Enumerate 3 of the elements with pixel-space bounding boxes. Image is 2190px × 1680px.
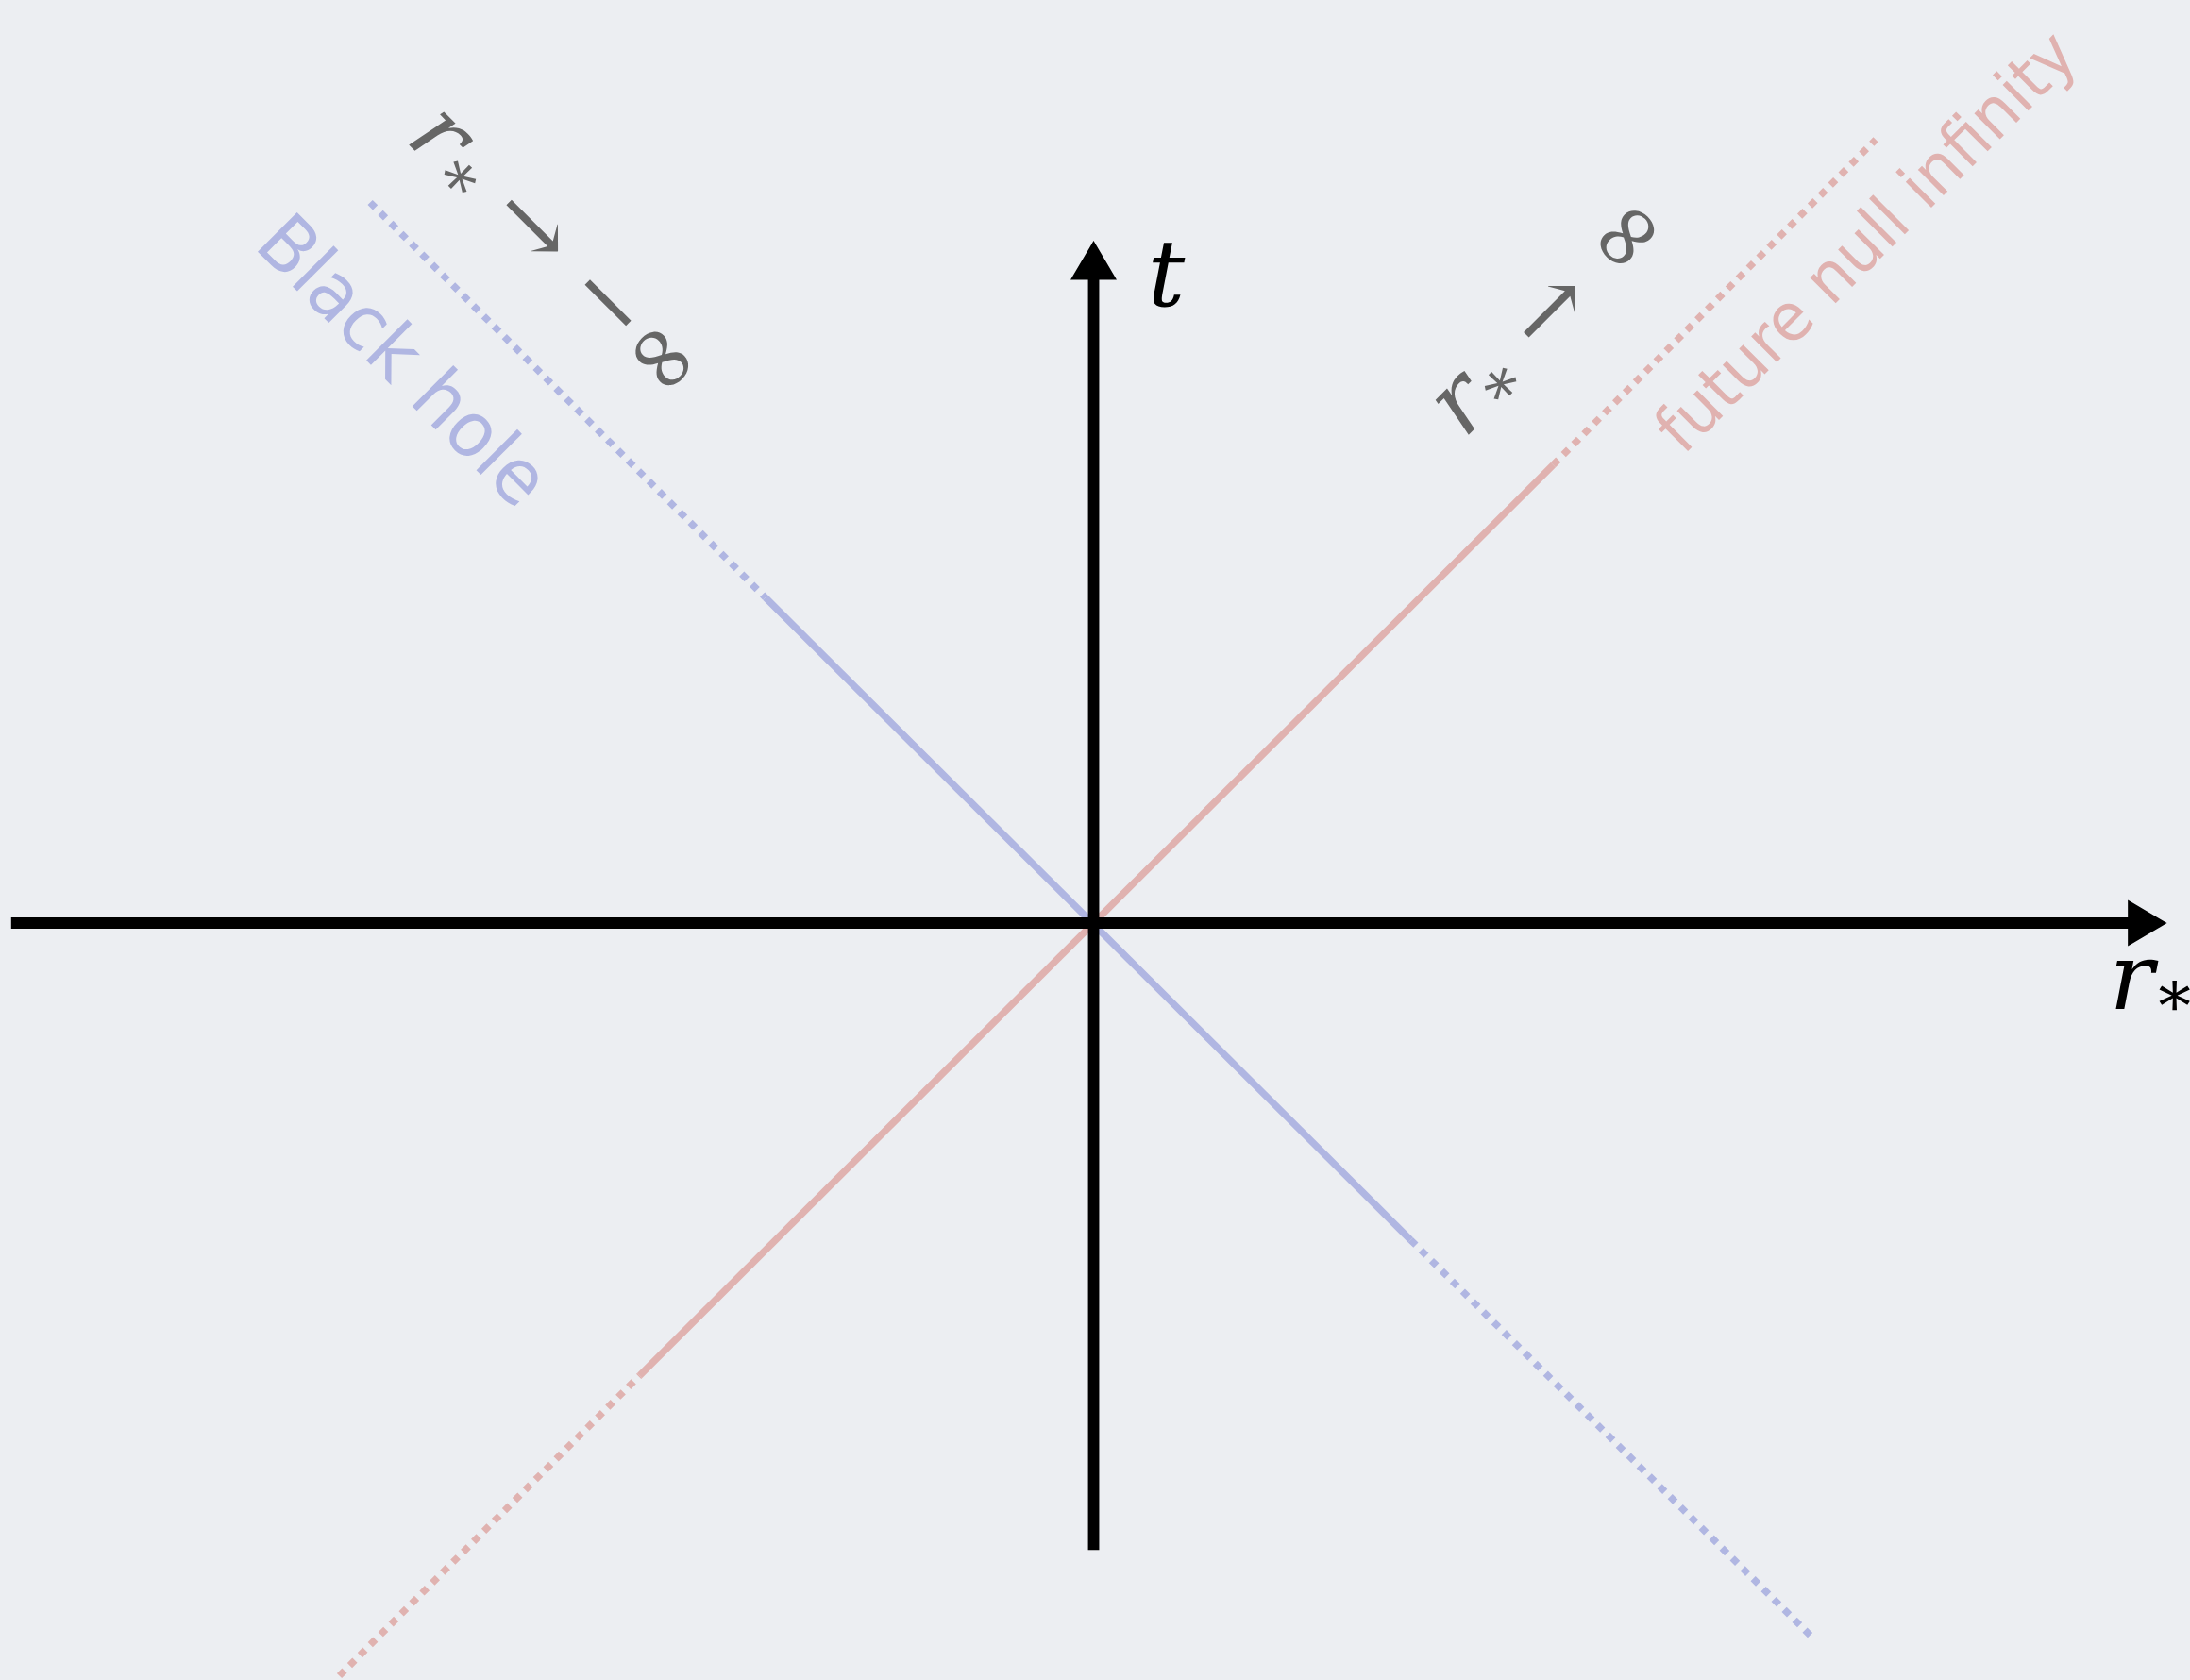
axis-label: r$_{*}$ xyxy=(2115,959,2190,1011)
limit-label: r$_{*}$ → ∞ xyxy=(1435,210,1655,435)
axis-label: t xyxy=(1153,243,1186,308)
